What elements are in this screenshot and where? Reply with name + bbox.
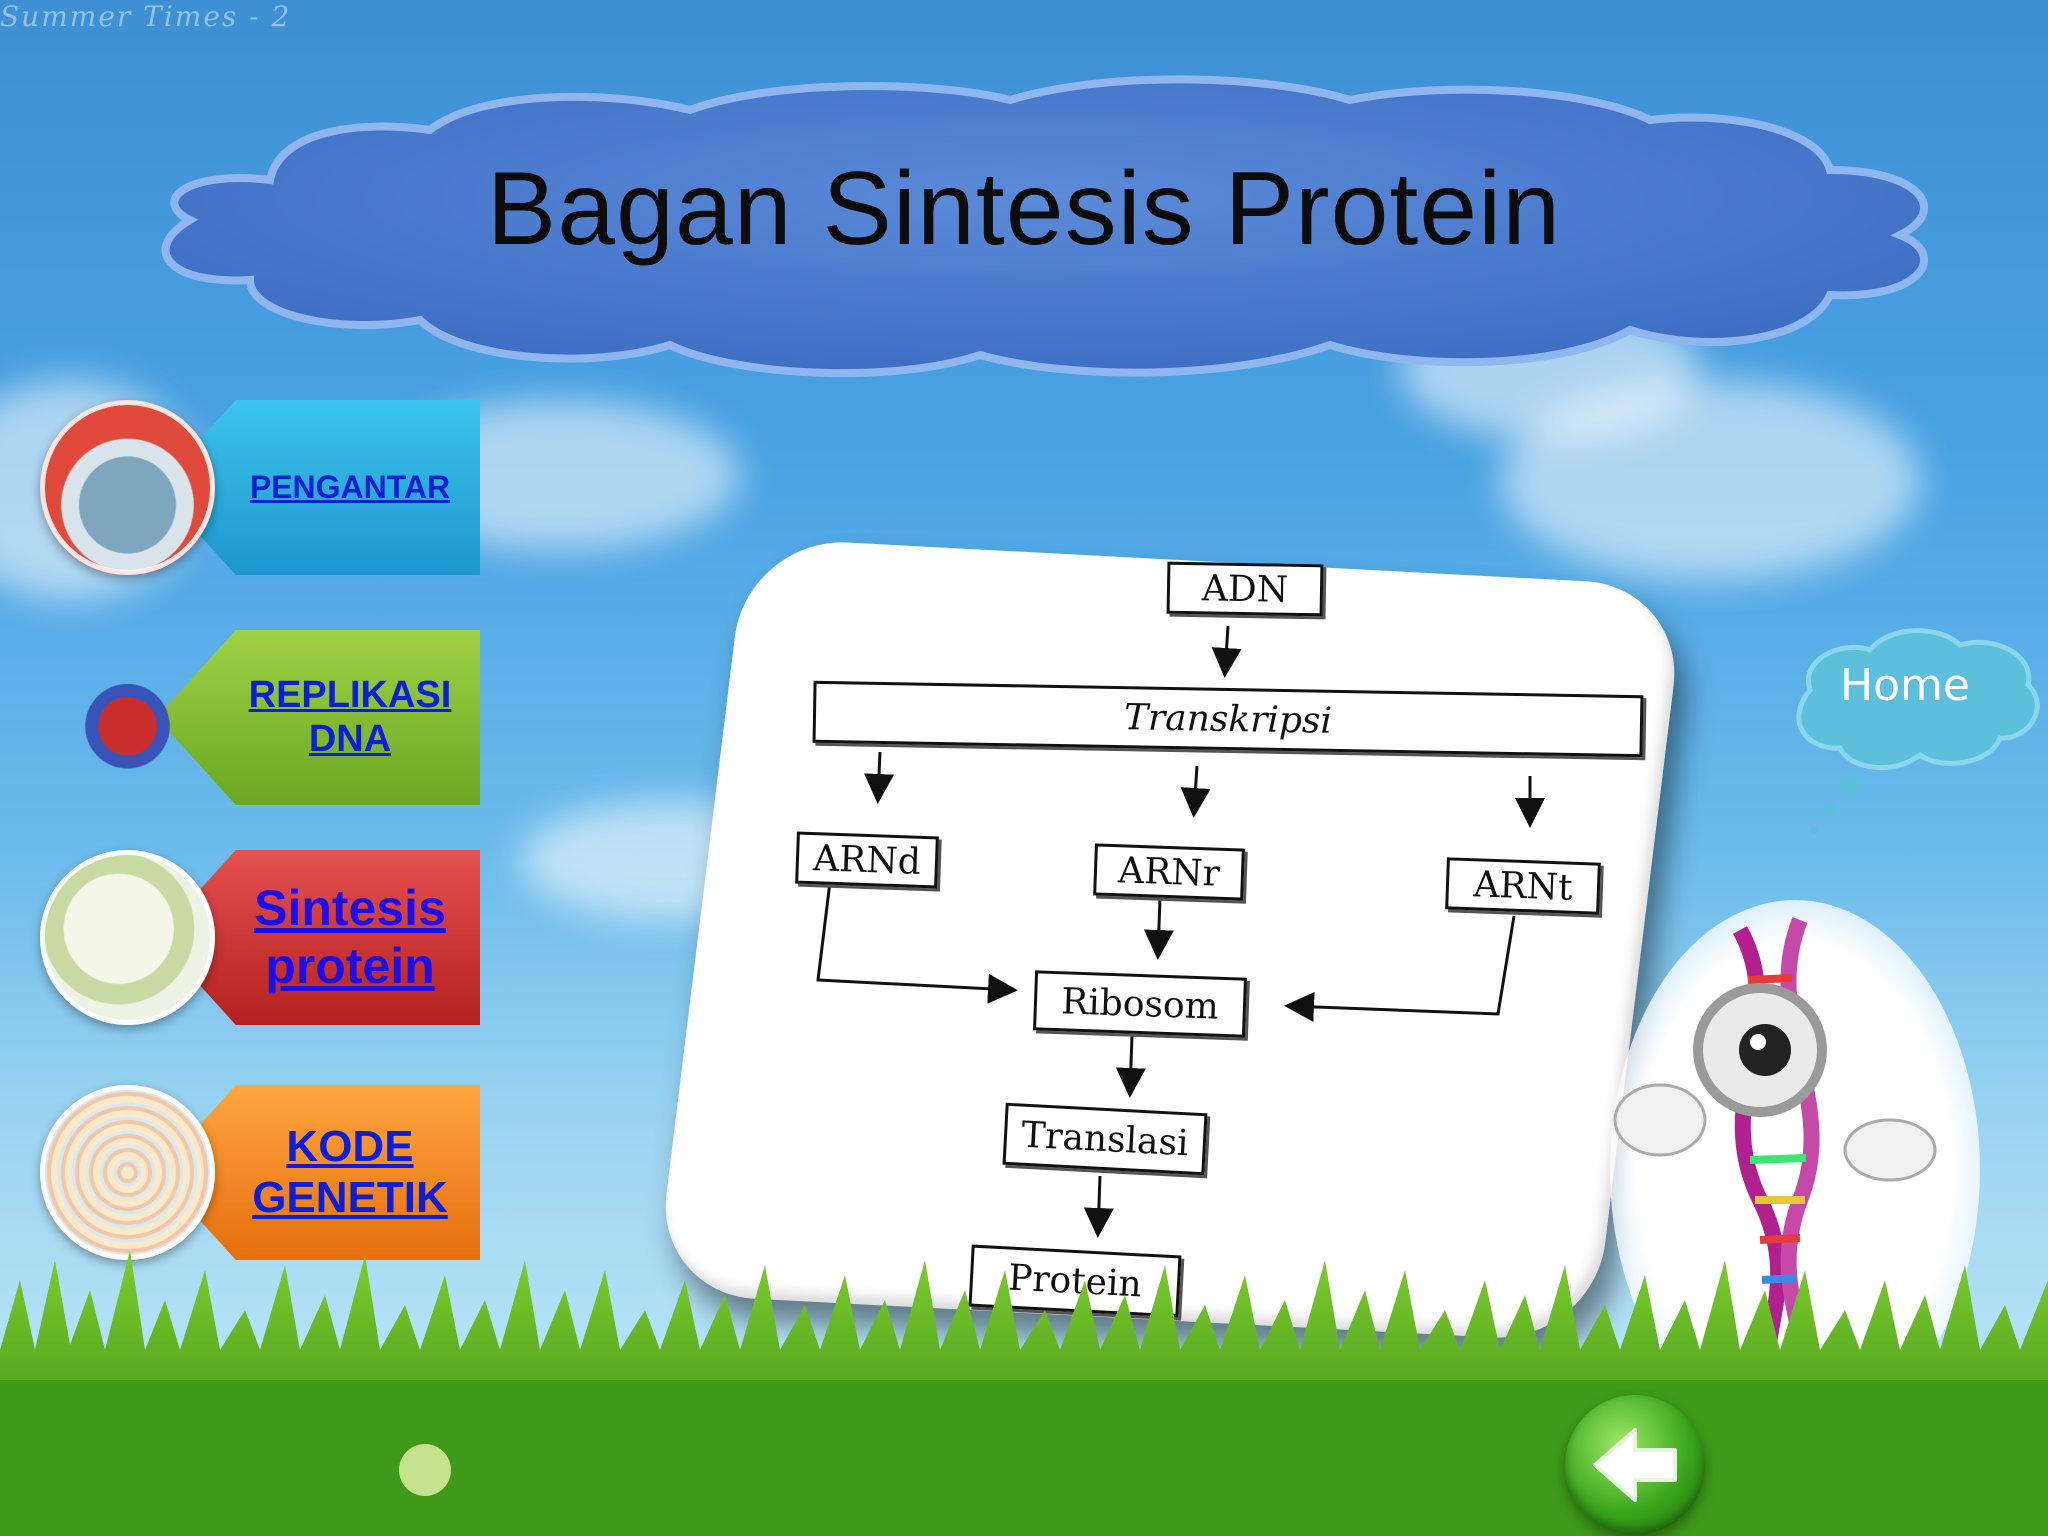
nav-label-line: protein bbox=[265, 937, 435, 994]
scissors-robot-icon bbox=[40, 630, 215, 805]
watermark-text: Summer Times - 2 bbox=[0, 0, 292, 33]
flow-node-translasi: Translasi bbox=[1002, 1102, 1208, 1176]
protein-synthesis-icon bbox=[40, 850, 215, 1025]
robot-icon bbox=[40, 400, 215, 575]
title-cloud bbox=[130, 70, 1960, 390]
flow-node-arnr: ARNr bbox=[1093, 843, 1245, 901]
nav-label-line: GENETIK bbox=[252, 1172, 448, 1222]
diagram-connectors bbox=[816, 625, 1545, 1238]
back-button[interactable] bbox=[1565, 1395, 1705, 1535]
nav-label-line: DNA bbox=[308, 717, 392, 760]
genetic-code-wheel-icon bbox=[40, 1085, 215, 1260]
grass-foreground bbox=[0, 1250, 2048, 1536]
back-arrow-icon bbox=[1593, 1428, 1677, 1502]
page-title: Bagan Sintesis Protein bbox=[486, 151, 1562, 267]
nav-label-line: KODE bbox=[286, 1121, 414, 1171]
nav-label-line: REPLIKASI bbox=[248, 673, 452, 716]
home-cloud-bubble[interactable] bbox=[1780, 620, 2048, 850]
flow-node-ribosom: Ribosom bbox=[1033, 970, 1247, 1038]
nav-label-line: Sintesis bbox=[254, 880, 446, 936]
flow-node-arnd: ARNd bbox=[795, 831, 939, 889]
flow-node-arnt: ARNt bbox=[1445, 857, 1601, 915]
home-link[interactable]: Home bbox=[1840, 660, 1970, 711]
flow-node-adn: ADN bbox=[1166, 561, 1324, 617]
nav-label-pengantar[interactable]: PENGANTAR bbox=[249, 469, 451, 506]
nav-button-pengantar[interactable]: PENGANTAR bbox=[40, 400, 480, 575]
